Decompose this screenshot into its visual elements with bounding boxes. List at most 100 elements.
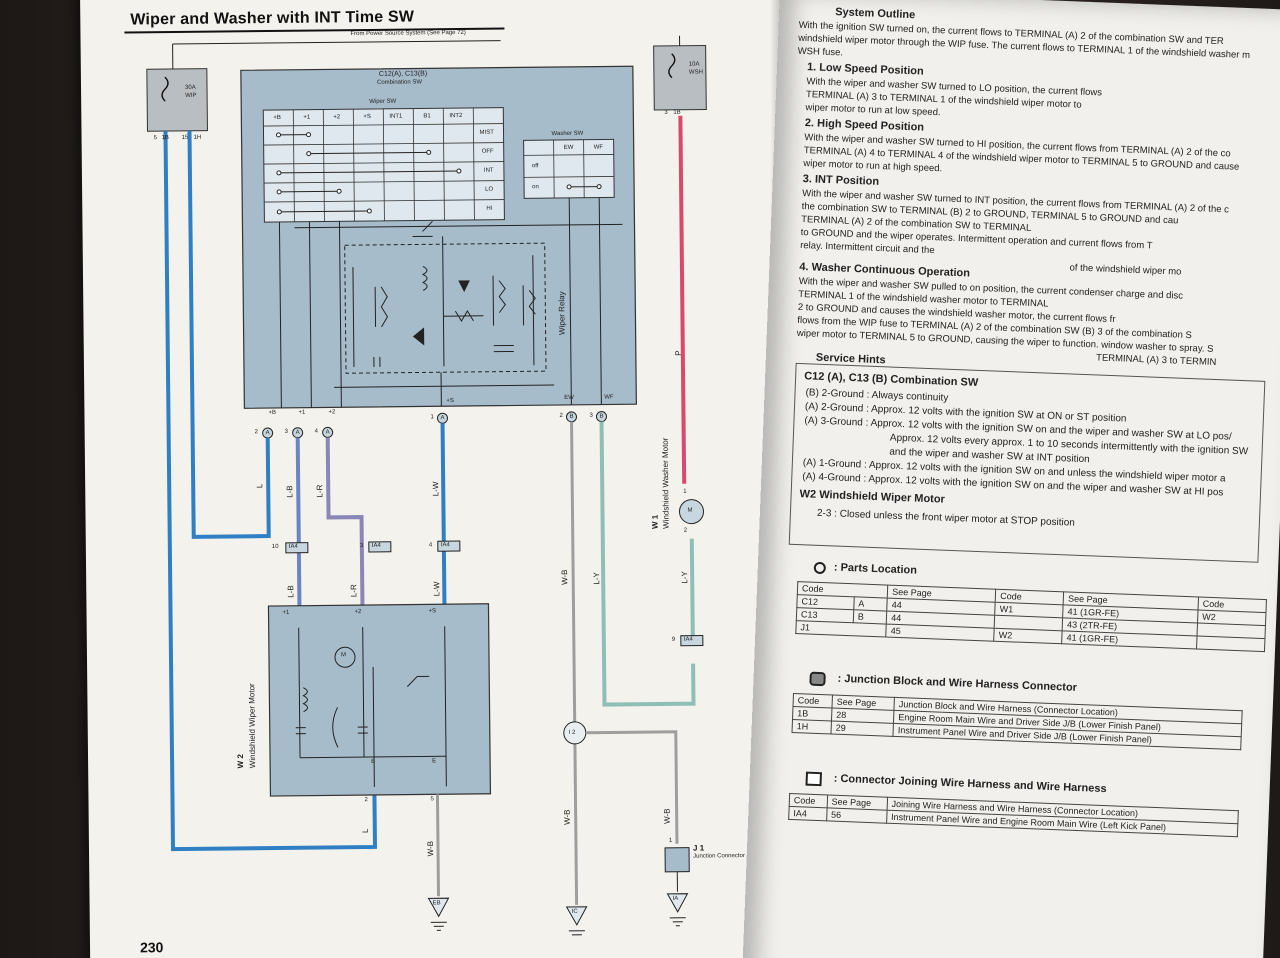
wire-label-l-bottom: L: [360, 828, 370, 834]
motor-symbol: M: [340, 652, 347, 659]
washer-motor-pin-1: 1: [683, 488, 687, 495]
fuse-wsh-rating: 10A: [688, 61, 700, 68]
washer-motor-symbol: M: [687, 507, 693, 514]
ia4-4-num: 4: [428, 542, 433, 549]
washer-motor-label: Windshield Washer Motor: [660, 437, 671, 529]
pin-a4-num: 4: [314, 428, 319, 435]
term-2: +2: [328, 409, 336, 416]
ia4-3-code: IA4: [371, 542, 381, 549]
fuse-pin-5-code: 1B: [161, 135, 169, 142]
pin-b2-num: 2: [559, 412, 563, 420]
wiper-row-int: INT: [483, 167, 494, 174]
wire-l-w: [440, 423, 447, 627]
left-page: Wiper and Washer with INT Time SW From P…: [80, 0, 803, 958]
parts-location-table: Code See Page Code See Page Code C12 A 4…: [795, 581, 1267, 652]
right-page: System Outline With the ignition SW turn…: [741, 0, 1280, 958]
ia4-10-code: IA4: [288, 543, 298, 550]
connector-joining-table: Code See Page Joining Wire Harness and W…: [788, 793, 1239, 837]
wire-label-lr-top: L-R: [315, 484, 325, 498]
pin-b3-num: 3: [589, 412, 593, 419]
ia4-9-num: 9: [671, 636, 676, 643]
wiper-grid-contacts: [276, 132, 462, 215]
motor-term-2: +2: [354, 609, 362, 616]
fuse-wip-rating: 30A: [184, 84, 196, 91]
section-3-line-6: of the windshield wiper mo: [1069, 262, 1182, 278]
relay-internals: [352, 220, 536, 368]
j1-code: J 1: [692, 843, 705, 853]
power-line-top: [172, 40, 501, 45]
wiring-schematic: [146, 35, 707, 936]
washer-motor-pin-2: 2: [683, 527, 688, 534]
connector-joining-heading: : Connector Joining Wire Harness and Wir…: [833, 772, 1107, 796]
pin-b2-conn: B: [569, 413, 574, 420]
wire-label-p: P: [673, 350, 683, 356]
fuse-box-wip: [146, 68, 208, 132]
washer-sw-label: Washer SW: [551, 130, 584, 138]
motor-pin-5: 5: [430, 796, 434, 803]
wiper-relay-label: Wiper Relay: [557, 291, 567, 336]
wiper-col-int1: INT1: [389, 113, 403, 120]
term-ew: EW: [564, 394, 575, 401]
wiper-row-lo: LO: [485, 186, 494, 193]
wire-l-inner: [187, 130, 271, 539]
term-1: +1: [298, 409, 306, 416]
wiper-sw-label: Wiper SW: [369, 98, 397, 105]
wire-w-b-ground: [435, 794, 441, 897]
page-number: 230: [139, 939, 164, 956]
washer-row-off: off: [531, 163, 539, 170]
wire-label-lr-bottom: L-R: [349, 584, 359, 598]
j1-junction-connector: [664, 847, 690, 873]
outline-heading: System Outline: [834, 6, 916, 22]
fuse-wip-name: WIP: [185, 92, 197, 99]
ground-ic-label: IC: [571, 908, 578, 915]
fuse-pin-3: 3: [664, 109, 668, 116]
motor-term-e: E: [432, 758, 437, 765]
junction-block-heading: : Junction Block and Wire Harness Connec…: [837, 672, 1078, 694]
ia4-9-code: IA4: [683, 636, 693, 643]
wire-label-wb-ground: W-B: [425, 840, 436, 857]
switch-sub-label: Combination SW: [376, 79, 423, 86]
fuse-box-wsh: [653, 44, 707, 111]
pin-a3-num: 3: [284, 428, 289, 435]
wiper-motor-box: [267, 603, 492, 797]
term-b: +B: [268, 409, 276, 417]
hint-item-2-line: 2-3 : Closed unless the front wiper moto…: [816, 507, 1076, 529]
j1-pin: 1: [668, 837, 673, 844]
switch-code-label: C12(A), C13(B): [378, 70, 428, 78]
wire-l-b: [295, 437, 302, 628]
connector-joining-icon: [805, 771, 823, 787]
wire-label-lb-bottom: L-B: [286, 585, 296, 598]
service-hints-box: C12 (A), C13 (B) Combination SW (B) 2-Gr…: [788, 362, 1266, 563]
ia4-4-code: IA4: [440, 542, 450, 549]
wiper-col-1: +1: [303, 114, 311, 121]
wiper-relay-box: [344, 242, 547, 374]
parts-location-heading: : Parts Location: [833, 561, 918, 577]
wire-p: [678, 115, 687, 484]
ground-ia-icon: [666, 893, 689, 913]
motor-term-b: B: [371, 758, 376, 765]
wiper-col-int2: INT2: [449, 113, 463, 120]
motor-term-s: +S: [428, 608, 437, 615]
fuse-wip-icon: [161, 76, 169, 102]
wire-label-ly-motor: L-Y: [680, 571, 690, 584]
wire-label-wb-bottom: W-B: [562, 809, 572, 825]
ground-eb-icon: [427, 897, 450, 918]
junction-block-table: Code See Page Junction Block and Wire Ha…: [791, 693, 1243, 750]
internal-wires: [278, 197, 623, 408]
fuse-wsh-icon: [668, 53, 676, 79]
wire-w-b: [570, 421, 579, 905]
wire-l-left: [163, 131, 378, 852]
wiper-motor-code: W 2: [236, 754, 246, 769]
fuse-pin-3-code: 1B: [673, 109, 681, 116]
wiper-grid-lines: [263, 107, 505, 222]
washer-row-on: on: [532, 184, 539, 191]
motor-pin-2: 2: [364, 797, 368, 804]
term-s: +S: [446, 398, 454, 405]
wire-label-wb-j1: W-B: [662, 808, 672, 824]
junction-block-icon: [809, 671, 826, 687]
ground-ic-icon: [565, 906, 588, 926]
ground-symbols: [427, 893, 689, 926]
wiper-row-mist: MIST: [479, 129, 494, 136]
fuse-pin-15-code: 1H: [193, 134, 202, 141]
pin-a2-conn: A: [265, 430, 270, 437]
